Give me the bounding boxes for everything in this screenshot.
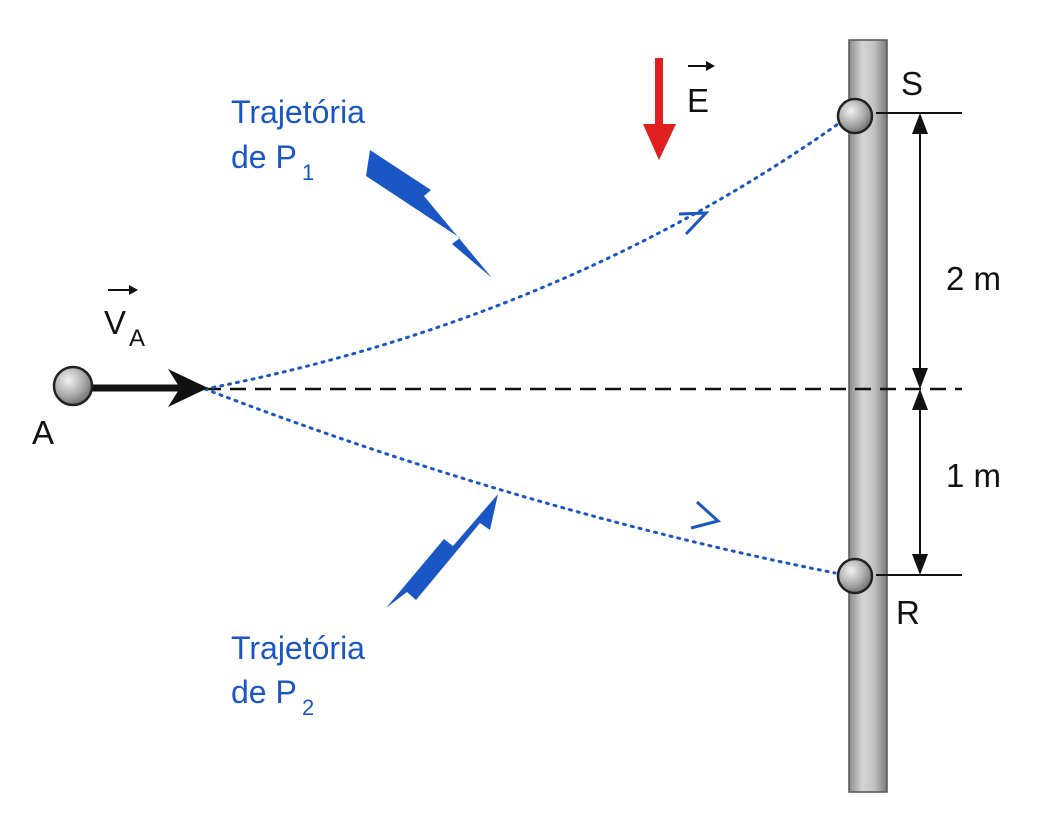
trajectory-p2-path [203,387,837,575]
trajectory-p1-line1: Trajetória [231,94,365,130]
velocity-arrow [90,369,208,407]
trajectory-p1-label: Trajetória de P 1 [231,94,365,185]
trajectory-p2-line2: de P [231,674,297,710]
trajectory-p1-subscript: 1 [302,160,314,185]
dimension-label-2m: 2 m [946,260,1001,297]
trajectory-p2-arrowhead [690,500,722,530]
trajectory-p2-line1: Trajetória [231,630,365,666]
velocity-symbol: V [104,304,126,341]
field-symbol: E [687,82,709,119]
ball-r [836,557,874,595]
label-r: R [896,594,920,631]
trajectory-p1-line2: de P [231,139,297,175]
rod [848,39,888,793]
trajectory-p1-arrowhead [678,211,710,236]
dimension-2m [912,113,928,389]
lightning-bolt-p2-icon-shape [386,494,498,608]
electric-field-label: E [687,61,715,119]
electric-field-arrow [643,58,676,160]
velocity-subscript: A [129,325,145,352]
trajectory-p2-subscript: 2 [302,695,314,720]
label-a: A [32,414,54,451]
dimension-1m [912,389,928,575]
trajectory-p2-label: Trajetória de P 2 [231,630,365,720]
ball-s [836,97,874,135]
ball-a [52,365,94,407]
trajectory-p1-path [203,122,840,391]
lightning-bolt-p1-icon-shape [366,150,492,278]
dimension-label-1m: 1 m [946,457,1001,494]
velocity-label: V A [104,285,145,352]
label-s: S [901,65,923,102]
